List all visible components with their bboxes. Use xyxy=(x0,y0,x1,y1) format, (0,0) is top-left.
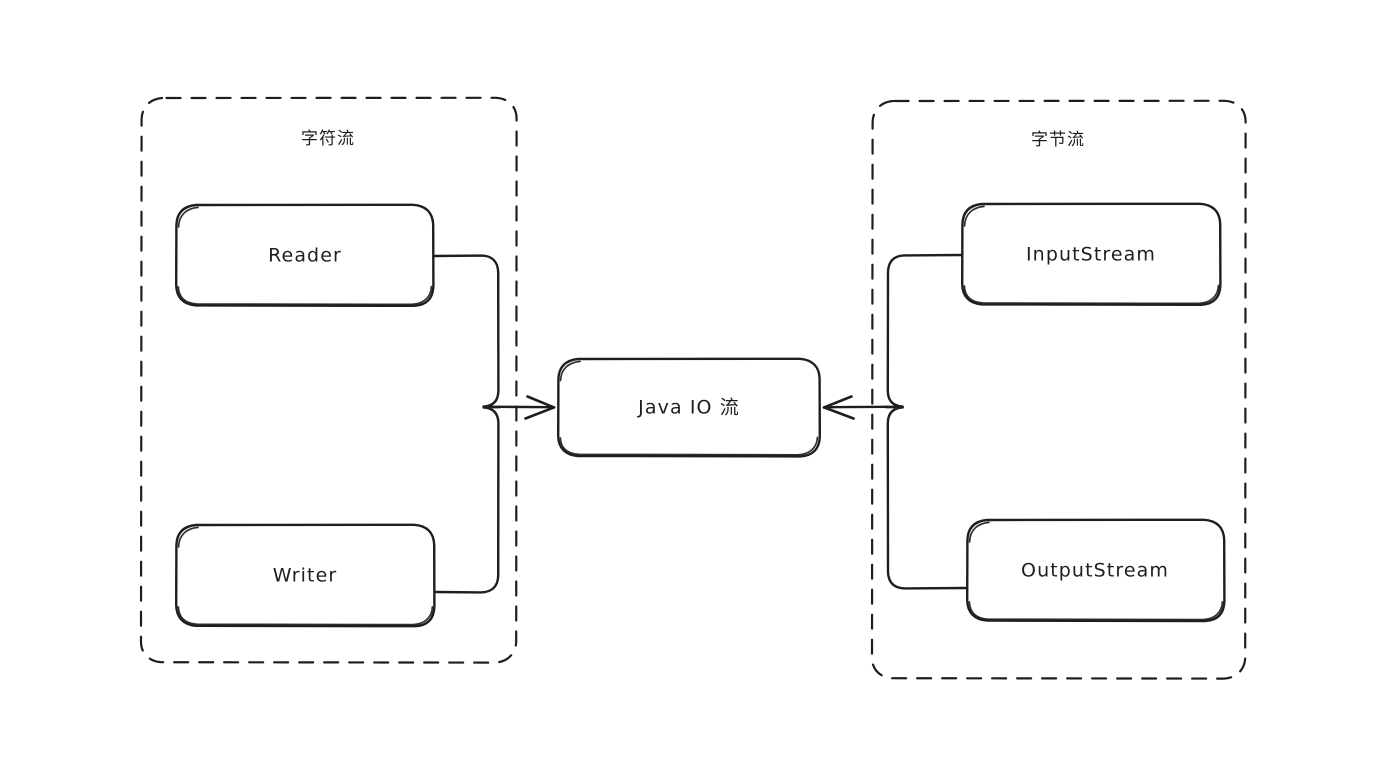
group-byte-stream-label: 字节流 xyxy=(1031,130,1085,150)
connector-reader-path xyxy=(433,254,502,409)
node-reader-outline xyxy=(175,203,435,307)
group-character-stream[interactable]: 字符流 xyxy=(139,96,518,664)
node-java-io-label: Java IO 流 xyxy=(637,397,740,419)
node-inputstream-outline xyxy=(961,202,1222,306)
node-java-io[interactable]: Java IO 流 xyxy=(557,357,821,458)
connector-outputstream-to-java-io[interactable] xyxy=(884,405,968,590)
node-outputstream-label: OutputStream xyxy=(1021,560,1169,582)
node-outputstream[interactable]: OutputStream xyxy=(966,518,1226,623)
node-inputstream-outline-sketch xyxy=(963,205,1220,305)
connector-writer-path xyxy=(434,405,502,594)
node-java-io-outline-sketch xyxy=(559,360,819,456)
node-writer-label: Writer xyxy=(273,565,338,587)
connector-inputstream-path xyxy=(884,253,963,409)
connector-outputstream-path xyxy=(884,405,968,590)
node-reader-label: Reader xyxy=(268,245,342,267)
arrow-into-java-io-right xyxy=(822,395,889,420)
arrow-into-java-io-left xyxy=(497,395,556,420)
arrow-left-head-2 xyxy=(524,406,556,420)
group-byte-stream[interactable]: 字节流 xyxy=(870,99,1247,680)
node-inputstream[interactable]: InputStream xyxy=(961,202,1222,306)
connector-writer-to-java-io[interactable] xyxy=(434,405,502,594)
node-inputstream-label: InputStream xyxy=(1026,244,1156,266)
node-outputstream-outline-sketch xyxy=(968,521,1224,621)
connector-inputstream-to-java-io[interactable] xyxy=(884,253,963,409)
arrow-right-head xyxy=(822,395,853,409)
node-java-io-outline xyxy=(557,357,821,458)
node-writer-outline xyxy=(175,523,436,628)
arrow-right-head-2 xyxy=(822,406,855,420)
group-character-stream-outline xyxy=(139,96,518,664)
arrow-left-head xyxy=(526,395,556,409)
node-writer-outline-sketch xyxy=(177,526,434,626)
node-reader[interactable]: Reader xyxy=(175,203,435,307)
node-reader-outline-sketch xyxy=(177,206,433,306)
group-character-stream-label: 字符流 xyxy=(301,129,355,149)
node-writer[interactable]: Writer xyxy=(175,523,436,628)
connector-reader-to-java-io[interactable] xyxy=(433,254,502,409)
node-outputstream-outline xyxy=(966,518,1226,623)
group-byte-stream-outline xyxy=(870,99,1247,680)
